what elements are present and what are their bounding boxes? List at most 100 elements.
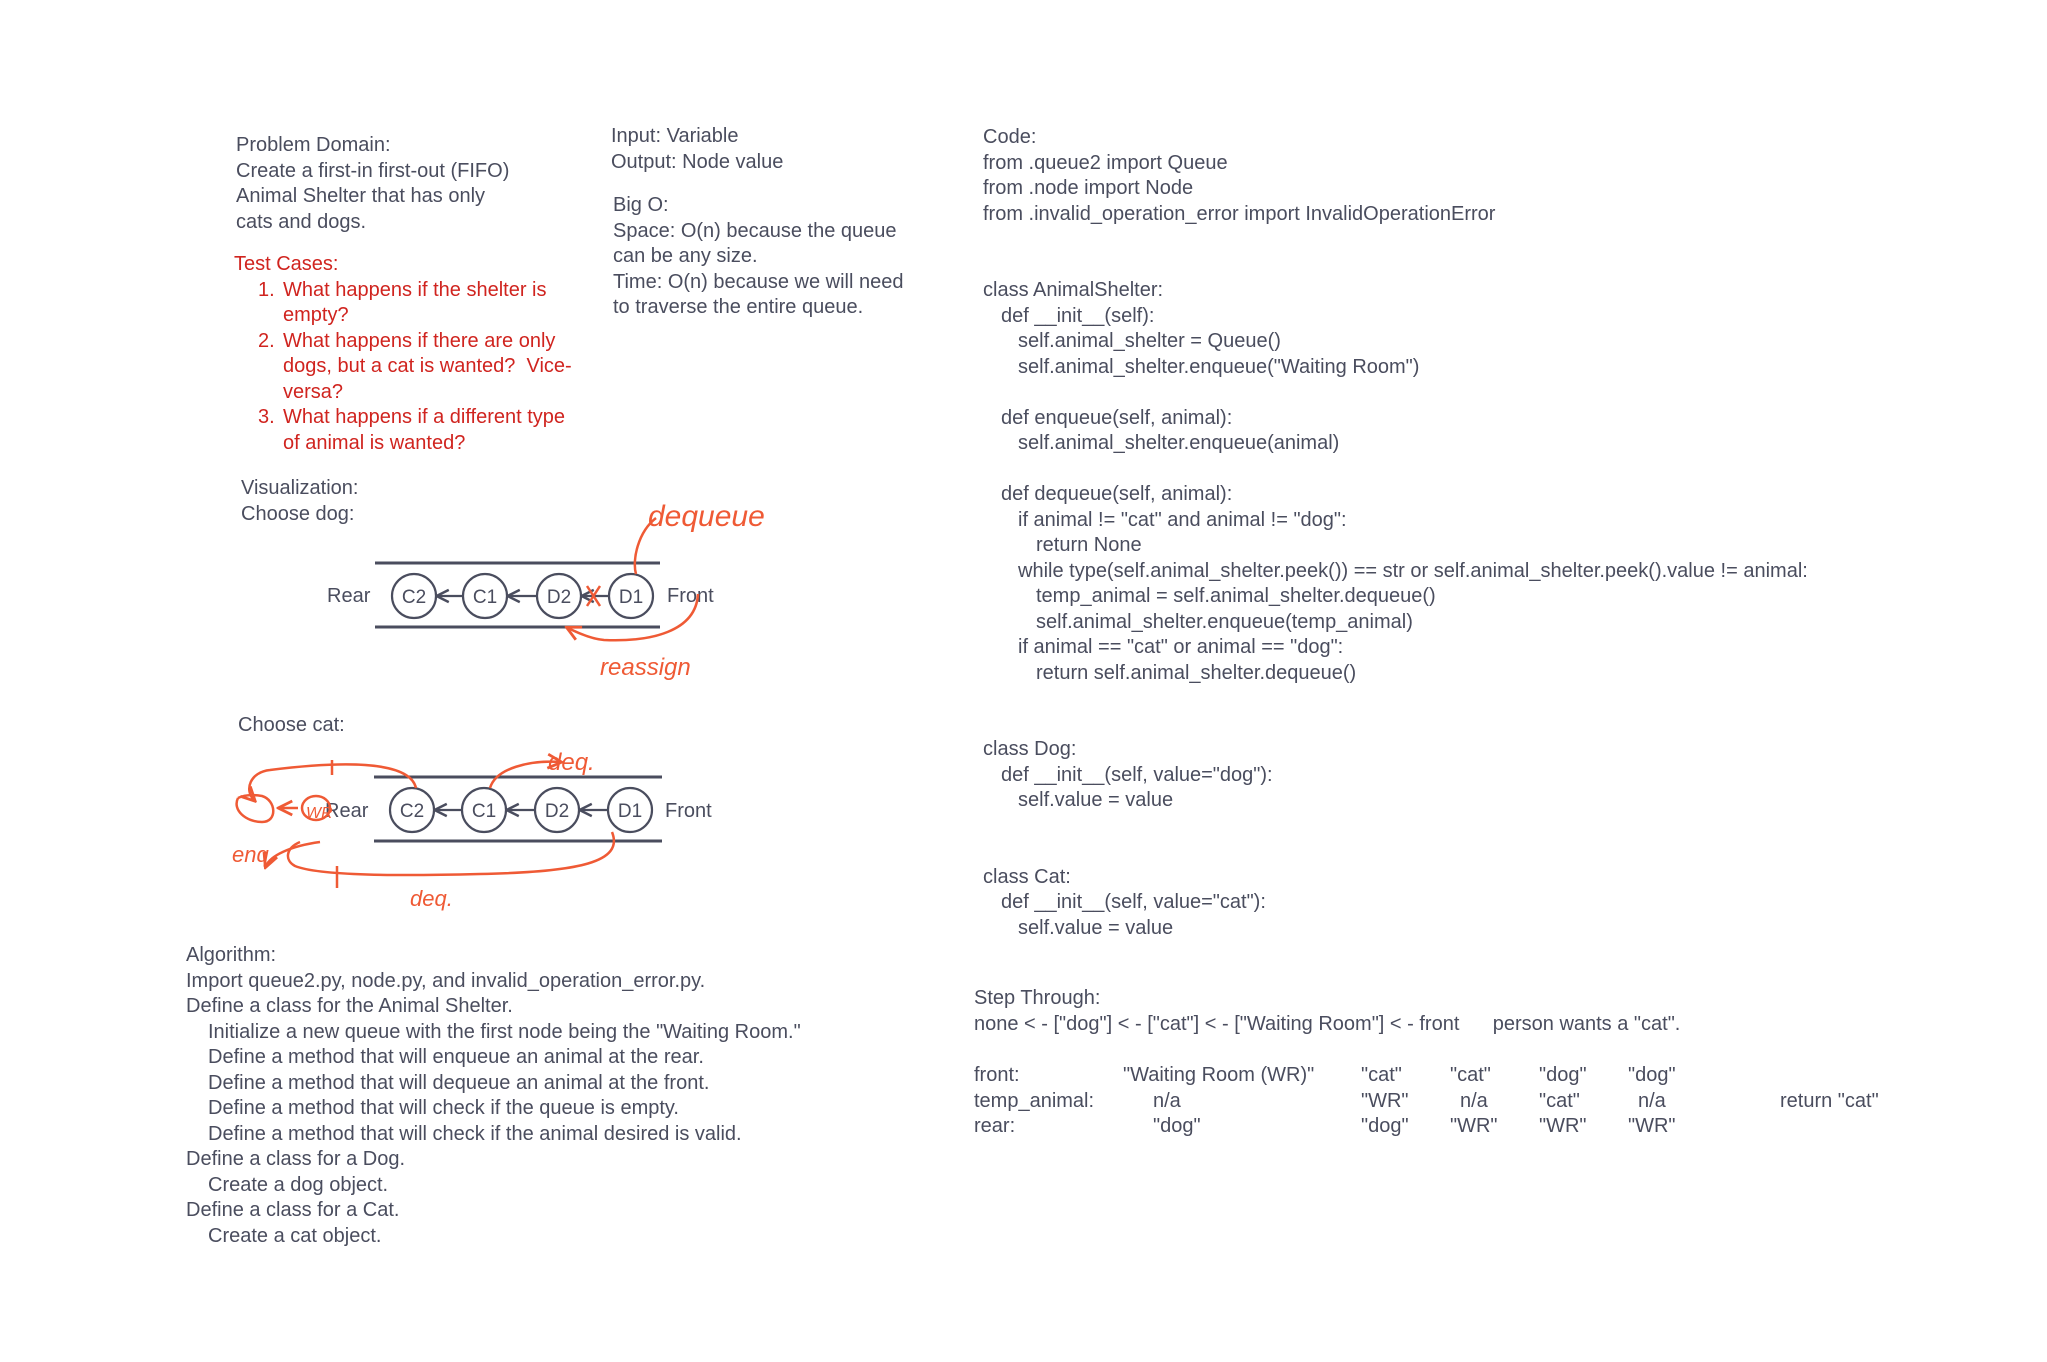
problem-domain-line: Animal Shelter that has only — [236, 185, 486, 207]
code-line: if animal == "cat" or animal == "dog": — [1018, 636, 1344, 658]
code-line: from .node import Node — [983, 177, 1194, 199]
code-line: from .queue2 import Queue — [983, 151, 1228, 174]
code-line: class AnimalShelter: — [983, 279, 1164, 301]
algorithm-line: Define a class for the Animal Shelter. — [186, 995, 513, 1017]
code-line: def __init__(self, value="dog"): — [1001, 763, 1273, 786]
step-row-label: front: — [974, 1064, 1020, 1086]
code-line: temp_animal = self.animal_shelter.dequeu… — [1036, 585, 1436, 607]
code-line: from .invalid_operation_error import Inv… — [983, 202, 1496, 225]
front-label: Front — [665, 800, 712, 822]
code-line — [983, 253, 1808, 279]
front-label: Front — [667, 585, 714, 607]
reassign-arrow — [568, 593, 700, 642]
step-cell: n/a — [1638, 1090, 1666, 1112]
choose-dog-label: Choose dog: — [241, 502, 355, 525]
dequeue-annotation: dequeue — [648, 500, 765, 533]
step-cell: n/a — [1153, 1090, 1181, 1112]
problem-domain-line: Create a first-in first-out (FIFO) — [236, 159, 510, 182]
scribbled-node — [235, 793, 275, 824]
step-cell: "WR" — [1361, 1090, 1409, 1112]
step-row-label: rear: — [974, 1115, 1016, 1137]
cross-mark — [585, 585, 602, 607]
test-case-item: What happens if there are only dogs, but… — [258, 329, 572, 403]
code-line: self.value = value — [1018, 916, 1174, 939]
test-cases: Test Cases: What happens if the shelter … — [234, 252, 572, 456]
queue-node: D1 — [606, 786, 654, 834]
algorithm-line: Define a class for a Dog. — [186, 1148, 405, 1170]
queue-node: D1 — [607, 572, 655, 620]
step-cell: "cat" — [1539, 1090, 1580, 1112]
queue-node: D2 — [533, 786, 581, 834]
code-line: return None — [1036, 534, 1142, 556]
step-row-label: temp_animal: — [974, 1090, 1095, 1112]
rear-label: Rear — [325, 800, 369, 822]
visualization-heading-block: Visualization: Choose dog: — [241, 476, 358, 527]
enq-annotation: enq. — [232, 842, 275, 867]
code-line: if animal != "cat" and animal != "dog": — [1018, 508, 1347, 531]
step-cell: "dog" — [1361, 1115, 1409, 1137]
deq-arrow-top — [488, 762, 560, 789]
code-line — [983, 814, 1808, 840]
step-cell: "dog" — [1628, 1064, 1676, 1086]
code-line: class Cat: — [983, 865, 1071, 888]
dog-queue-diagram: Rear Front C2 C1 D2 D1 dequeue reassign — [327, 500, 765, 681]
algorithm-line: Define a method that will enqueue an ani… — [208, 1046, 704, 1068]
code-line: def __init__(self): — [1001, 304, 1155, 327]
step-cell: return "cat" — [1780, 1090, 1879, 1112]
algorithm-line: Create a dog object. — [208, 1173, 389, 1196]
code-line: def enqueue(self, animal): — [1001, 406, 1233, 429]
algorithm-line: Define a method that will dequeue an ani… — [208, 1071, 710, 1094]
code-line — [983, 457, 1808, 483]
step-cell: "WR" — [1539, 1115, 1587, 1137]
algorithm-block: Algorithm: Import queue2.py, node.py, an… — [186, 943, 801, 1249]
step-cell: n/a — [1460, 1090, 1488, 1112]
test-case-item: What happens if a different type of anim… — [258, 405, 566, 454]
algorithm-line: Import queue2.py, node.py, and invalid_o… — [186, 969, 706, 992]
step-cell: "dog" — [1539, 1064, 1587, 1086]
code-line — [983, 712, 1808, 738]
queue-node: C1 — [460, 786, 508, 834]
algorithm-heading: Algorithm: — [186, 944, 277, 966]
queue-node: D2 — [535, 572, 583, 620]
problem-domain-heading: Problem Domain: — [236, 134, 391, 156]
algorithm-line: Define a method that will check if the q… — [208, 1097, 679, 1119]
code-line — [983, 227, 1808, 253]
step-through-block: Step Through: none < - ["dog"] < - ["cat… — [974, 986, 1680, 1037]
algorithm-lines: Import queue2.py, node.py, and invalid_o… — [186, 969, 801, 1250]
svg-text:C1: C1 — [472, 801, 496, 822]
rear-label: Rear — [327, 585, 371, 607]
deq-bottom-annotation: deq. — [410, 886, 453, 911]
svg-text:D1: D1 — [618, 801, 642, 822]
step-cell: "cat" — [1450, 1064, 1491, 1086]
problem-domain: Problem Domain: Create a first-in first-… — [236, 133, 509, 235]
top-loop-arrow — [249, 763, 418, 800]
test-cases-heading: Test Cases: — [234, 253, 339, 275]
step-cell: "cat" — [1361, 1064, 1402, 1086]
bottom-loop-arrow — [286, 831, 615, 877]
deq-top-annotation: deq. — [548, 749, 595, 776]
step-cell: "Waiting Room (WR)" — [1123, 1064, 1315, 1086]
code-line: def __init__(self, value="cat"): — [1001, 891, 1266, 913]
svg-text:C2: C2 — [400, 801, 424, 822]
code-lines: from .queue2 import Queue from .node impo… — [983, 151, 1808, 942]
code-line — [983, 686, 1808, 712]
code-line: while type(self.animal_shelter.peek()) =… — [1018, 559, 1808, 582]
queue-node: C1 — [461, 572, 509, 620]
choose-cat-block: Choose cat: — [238, 713, 345, 739]
code-line: self.animal_shelter = Queue() — [1018, 330, 1281, 352]
svg-text:D2: D2 — [545, 801, 569, 822]
cat-queue-diagram: Rear Front C2 C1 D2 D1 deq. WR — [232, 749, 712, 911]
code-line — [983, 839, 1808, 865]
input-label: Input: Variable — [611, 125, 739, 147]
code-line: self.animal_shelter.enqueue(animal) — [1018, 432, 1340, 454]
big-o-heading: Big O: — [613, 194, 669, 216]
code-line: return self.animal_shelter.dequeue() — [1036, 661, 1357, 684]
enq-loop-arrow — [266, 840, 321, 866]
test-cases-list: What happens if the shelter is empty? Wh… — [234, 278, 572, 457]
step-cell: "WR" — [1450, 1115, 1498, 1137]
input-output: Input: Variable Output: Node value — [611, 124, 783, 175]
step-cell: "dog" — [1153, 1115, 1201, 1137]
algorithm-line: Define a method that will check if the a… — [208, 1122, 742, 1145]
code-line: self.animal_shelter.enqueue(temp_animal) — [1036, 610, 1413, 633]
